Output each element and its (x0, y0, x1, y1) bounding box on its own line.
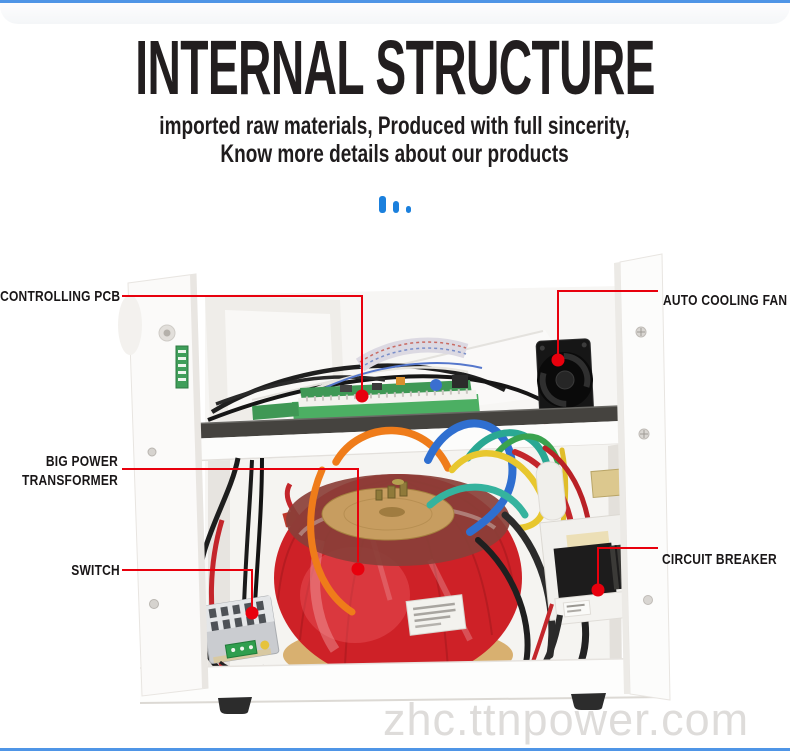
dot-bar-small (406, 206, 411, 213)
subtitle: imported raw materials, Produced with fu… (0, 112, 790, 168)
middle-shelf (185, 405, 623, 462)
chassis-right-panel (614, 253, 671, 701)
subtitle-line-1: imported raw materials, Produced with fu… (159, 112, 631, 140)
callout-line-switch (122, 569, 259, 620)
page-title: INTERNAL STRUCTURE (0, 30, 790, 107)
callout-line-controlling-pcb (122, 295, 369, 403)
dot-bar-medium (393, 201, 399, 213)
power-switch-psu (200, 595, 280, 664)
subtitle-line-2: Know more details about our products (220, 140, 570, 168)
top-gradient-band (0, 3, 790, 24)
transformer-label (405, 594, 467, 636)
upper-wire-bundle (207, 337, 546, 422)
controlling-pcb-board (252, 375, 480, 422)
left-wires (193, 457, 302, 670)
callout-line-auto-cooling-fan (551, 290, 658, 367)
dots-decoration (0, 195, 790, 213)
colorful-wire-bundle (307, 419, 594, 671)
top-accent-bar (0, 0, 790, 3)
chassis-left-panel (118, 273, 209, 697)
bottom-accent-bar (0, 748, 790, 751)
subtitle-lines: imported raw materials, Produced with fu… (160, 112, 631, 168)
callout-label-controlling-pcb: CONTROLLING PCB (0, 288, 120, 305)
callout-line-circuit-breaker (591, 547, 658, 597)
product-unit (118, 253, 671, 714)
toroidal-transformer (274, 474, 522, 685)
circuit-breaker-device (539, 513, 637, 626)
callout-label-switch: SWITCH (71, 562, 120, 579)
page-title-text: INTERNAL STRUCTURE (135, 25, 655, 111)
watermark: zhc.ttnpower.com (383, 694, 750, 745)
callout-line-big-power-transformer (122, 468, 365, 576)
cooling-fan (535, 338, 595, 422)
callout-label-big-power-transformer: BIG POWER TRANSFORMER (22, 453, 118, 489)
dot-bar-large (379, 196, 386, 213)
callout-label-auto-cooling-fan: AUTO COOLING FAN (663, 292, 788, 309)
callout-label-circuit-breaker: CIRCUIT BREAKER (662, 551, 777, 568)
